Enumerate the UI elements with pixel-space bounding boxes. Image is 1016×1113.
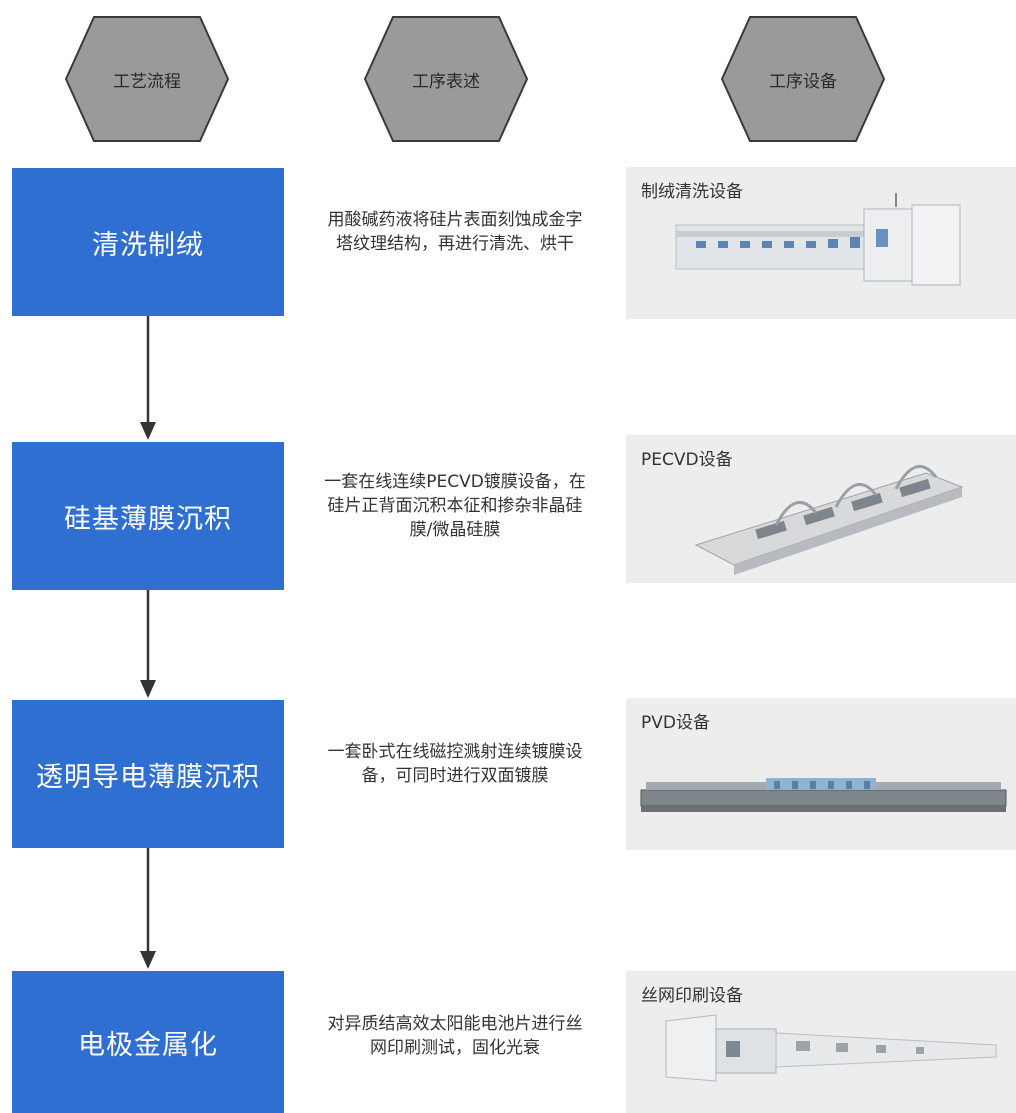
equipment-panel-2: PECVD设备 — [626, 435, 1016, 583]
equipment-name-1: 制绒清洗设备 — [641, 182, 743, 202]
flow-arrow-1 — [140, 316, 156, 440]
step-label-1: 清洗制绒 — [92, 229, 204, 261]
equipment-name-3: PVD设备 — [641, 713, 710, 733]
header-process-label: 工艺流程 — [113, 71, 181, 92]
step-box-4: 电极金属化 — [12, 971, 284, 1113]
step-box-3: 透明导电薄膜沉积 — [12, 700, 284, 848]
header-description: 工序表述 — [363, 15, 529, 143]
pecvd-machine-photo — [694, 465, 964, 575]
flow-arrow-2 — [140, 590, 156, 698]
equipment-panel-4: 丝网印刷设备 — [626, 971, 1016, 1113]
step-description-2: 一套在线连续PECVD镀膜设备，在硅片正背面沉积本征和掺杂非晶硅膜/微晶硅膜 — [324, 472, 586, 540]
equipment-name-2: PECVD设备 — [641, 450, 733, 470]
pvd-machine-photo — [640, 778, 1007, 812]
screen-printer-photo — [665, 1014, 997, 1082]
flow-arrow-3 — [140, 848, 156, 969]
header-equipment: 工序设备 — [720, 15, 886, 143]
step-description-1: 用酸碱药液将硅片表面刻蚀成金字塔纹理结构，再进行清洗、烘干 — [327, 210, 583, 254]
step-description-3: 一套卧式在线磁控溅射连续镀膜设备，可同时进行双面镀膜 — [327, 742, 583, 786]
step-label-3: 透明导电薄膜沉积 — [36, 761, 260, 793]
step-box-1: 清洗制绒 — [12, 168, 284, 316]
header-equipment-label: 工序设备 — [769, 71, 837, 92]
header-description-label: 工序表述 — [412, 71, 480, 92]
equipment-panel-3: PVD设备 — [626, 698, 1016, 850]
cleaning-machine-photo — [675, 193, 961, 286]
equipment-panel-1: 制绒清洗设备 — [626, 167, 1016, 319]
step-label-4: 电极金属化 — [78, 1029, 218, 1061]
hexagon-shape — [64, 16, 230, 142]
header-process: 工艺流程 — [64, 15, 230, 143]
hexagon-shape — [363, 16, 529, 142]
hexagon-shape — [720, 16, 886, 142]
equipment-name-4: 丝网印刷设备 — [641, 986, 743, 1006]
step-box-2: 硅基薄膜沉积 — [12, 442, 284, 590]
step-description-4: 对异质结高效太阳能电池片进行丝网印刷测试，固化光衰 — [327, 1014, 583, 1058]
step-label-2: 硅基薄膜沉积 — [64, 503, 232, 535]
